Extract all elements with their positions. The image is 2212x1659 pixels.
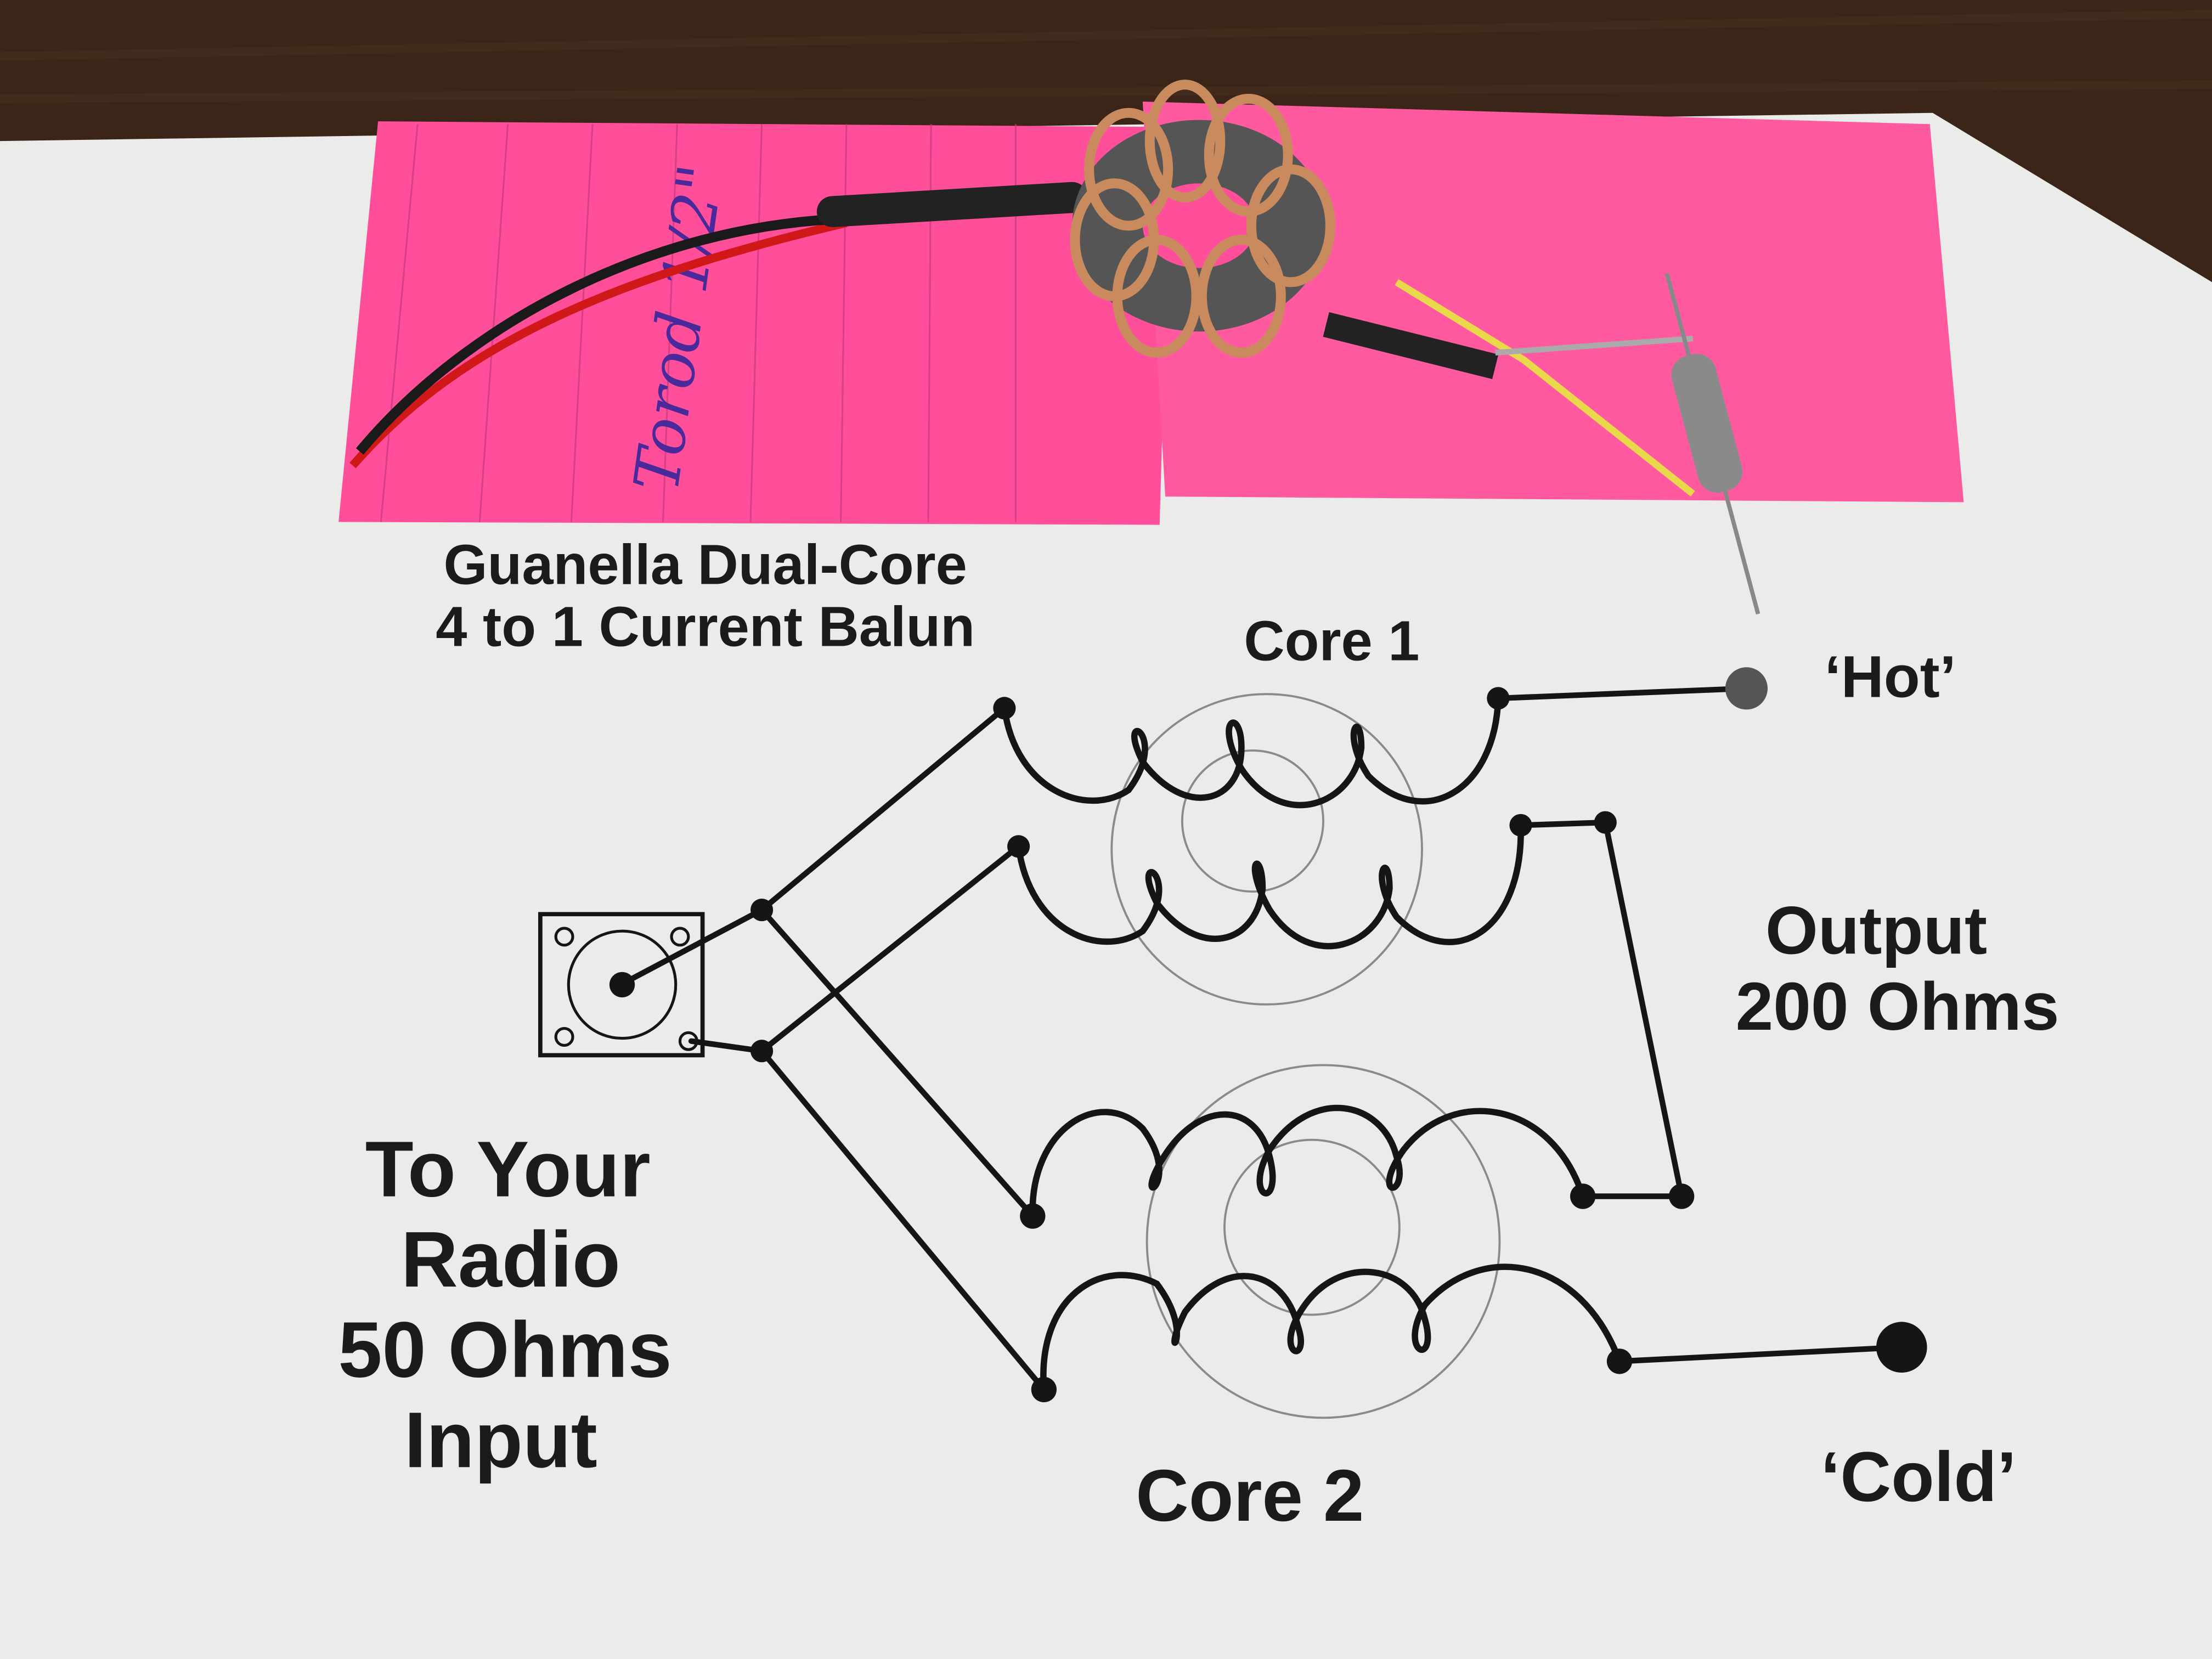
core1-winding-b (1015, 825, 1524, 950)
hot-terminal (1725, 667, 1768, 710)
core1-winding-a (1001, 698, 1502, 809)
connection-dots (751, 687, 1695, 1402)
connection-wires (618, 685, 1905, 1393)
resistor (1664, 273, 1760, 615)
core1-label: Core 1 (1244, 609, 1419, 672)
input-label-line4: Input (404, 1396, 597, 1484)
output-label-line2: 200 Ohms (1736, 969, 2059, 1045)
physical-balun (349, 80, 1760, 615)
cold-label: ‘Cold’ (1821, 1438, 2017, 1516)
output-label-line1: Output (1765, 893, 1987, 968)
sticky-note-right (1142, 101, 1964, 503)
core1-toroid (1110, 693, 1423, 1006)
sticky-note-left (338, 121, 1171, 525)
core2-winding-b (1040, 1263, 1623, 1390)
coax-connector-icon (538, 912, 705, 1058)
core2-winding-a (1029, 1104, 1586, 1216)
diagram-title-line1: Guanella Dual-Core (444, 533, 967, 596)
core2-toroid (1146, 1064, 1501, 1419)
input-label-line3: 50 Ohms (338, 1306, 672, 1394)
diagram-title-line2: 4 to 1 Current Balun (436, 595, 975, 658)
input-label-line2: Radio (401, 1215, 620, 1304)
hot-label: ‘Hot’ (1825, 643, 1956, 709)
input-label-line1: To Your (365, 1125, 651, 1214)
cold-terminal (1876, 1322, 1927, 1373)
core2-label: Core 2 (1136, 1455, 1364, 1537)
